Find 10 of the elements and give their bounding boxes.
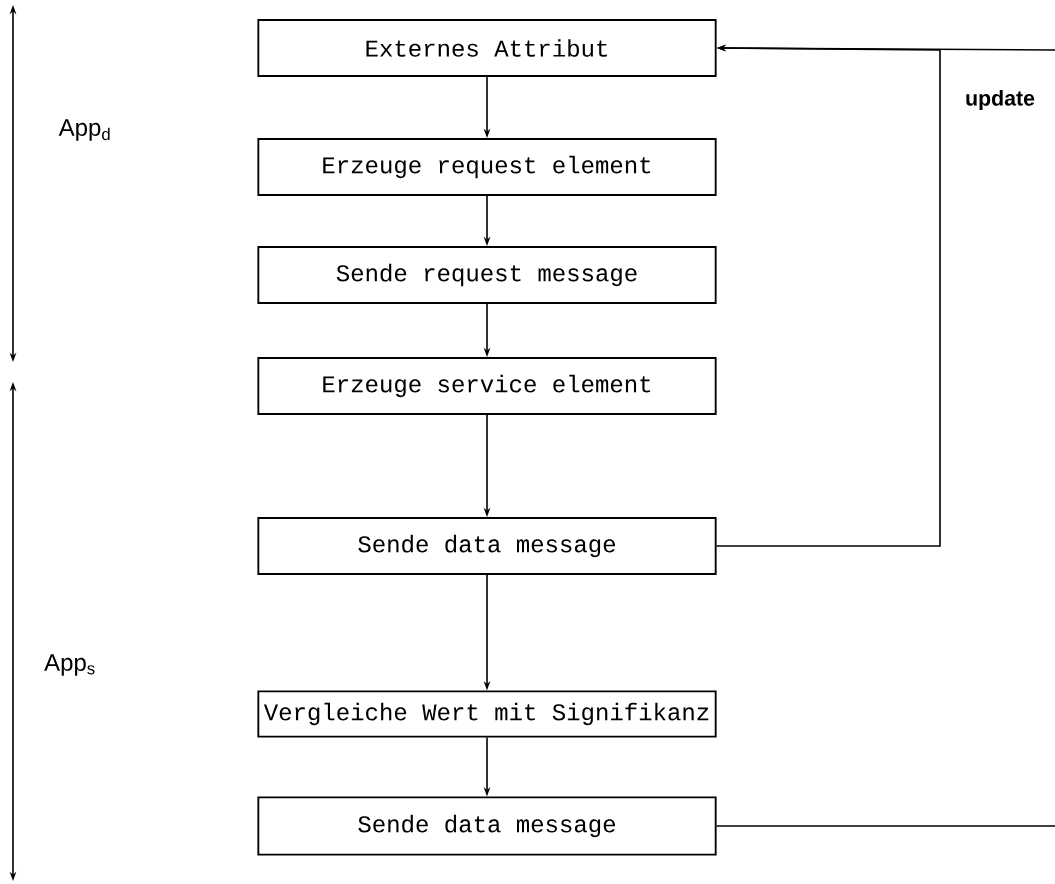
process-box: Erzeuge service element <box>257 357 717 415</box>
process-box: Vergleiche Wert mit Signifikanz <box>257 690 717 738</box>
process-box: Sende data message <box>257 517 717 575</box>
process-box: Erzeuge request element <box>257 138 717 196</box>
process-box: Externes Attribut <box>257 19 717 77</box>
range-label: App$_{d}$ <box>58 119 110 141</box>
range-label: App$_{s}$ <box>44 654 95 676</box>
edge-label: update <box>963 88 1037 112</box>
process-box: Sende request message <box>257 246 717 304</box>
process-box: Sende data message <box>257 796 717 856</box>
